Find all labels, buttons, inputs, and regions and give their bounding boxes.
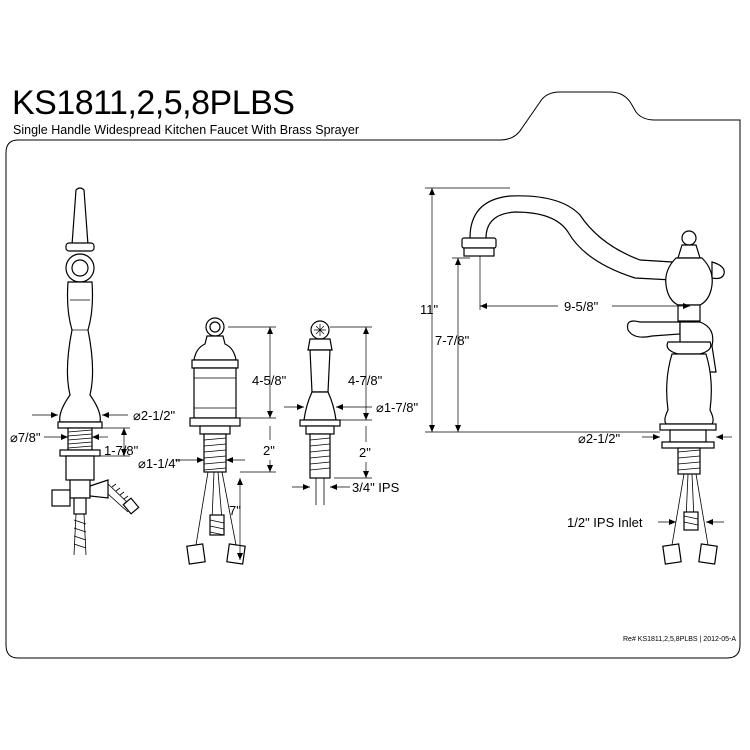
left-side-diameter-label: ⌀7/8" [10, 430, 41, 445]
handle-view [186, 317, 246, 565]
spout-view-dimensions: 11" 7-7/8" 9-5/8" ⌀2-1/2" 1/2" IPS Inlet [420, 187, 732, 530]
sprayer-view [299, 320, 341, 505]
sprayer-ips-label: 3/4" IPS [352, 480, 400, 495]
left-top-diameter-label: ⌀2-1/2" [133, 408, 175, 423]
spout-height-label: 7-7/8" [435, 333, 470, 348]
sprayer-height-label: 4-7/8" [348, 373, 383, 388]
spout-reach-label: 9-5/8" [564, 299, 599, 314]
handle-height-label: 4-5/8" [252, 373, 287, 388]
spout-total-height-label: 11" [420, 302, 438, 317]
sprayer-diameter-label: ⌀1-7/8" [376, 400, 418, 415]
handle-hose-length-label: 7" [229, 503, 241, 518]
sprayer-view-dimensions: 4-7/8" ⌀1-7/8" 2" 3/4" IPS [284, 326, 418, 495]
revision-label: Re# KS1811,2,5,8PLBS | 2012-05-A [623, 636, 736, 643]
sprayer-thread-height-label: 2" [359, 445, 371, 460]
spout-base-diameter-label: ⌀2-1/2" [578, 431, 620, 446]
model-description: Single Handle Widespread Kitchen Faucet … [13, 123, 359, 137]
spout-view [461, 195, 725, 565]
handle-diameter-label: ⌀1-1/4" [138, 456, 180, 471]
handle-thread-height-label: 2" [263, 443, 275, 458]
left-view-dimensions: ⌀2-1/2" ⌀7/8" 1-7/8" [10, 408, 175, 458]
drawing-frame [5, 91, 741, 659]
spout-inlet-label: 1/2" IPS Inlet [567, 515, 643, 530]
handle-view-dimensions: 4-5/8" 2" ⌀1-1/4" 7" [138, 326, 287, 560]
left-shank-length-label: 1-7/8" [104, 443, 139, 458]
model-title: KS1811,2,5,8PLBS [12, 84, 295, 122]
left-valve-view [51, 187, 140, 556]
